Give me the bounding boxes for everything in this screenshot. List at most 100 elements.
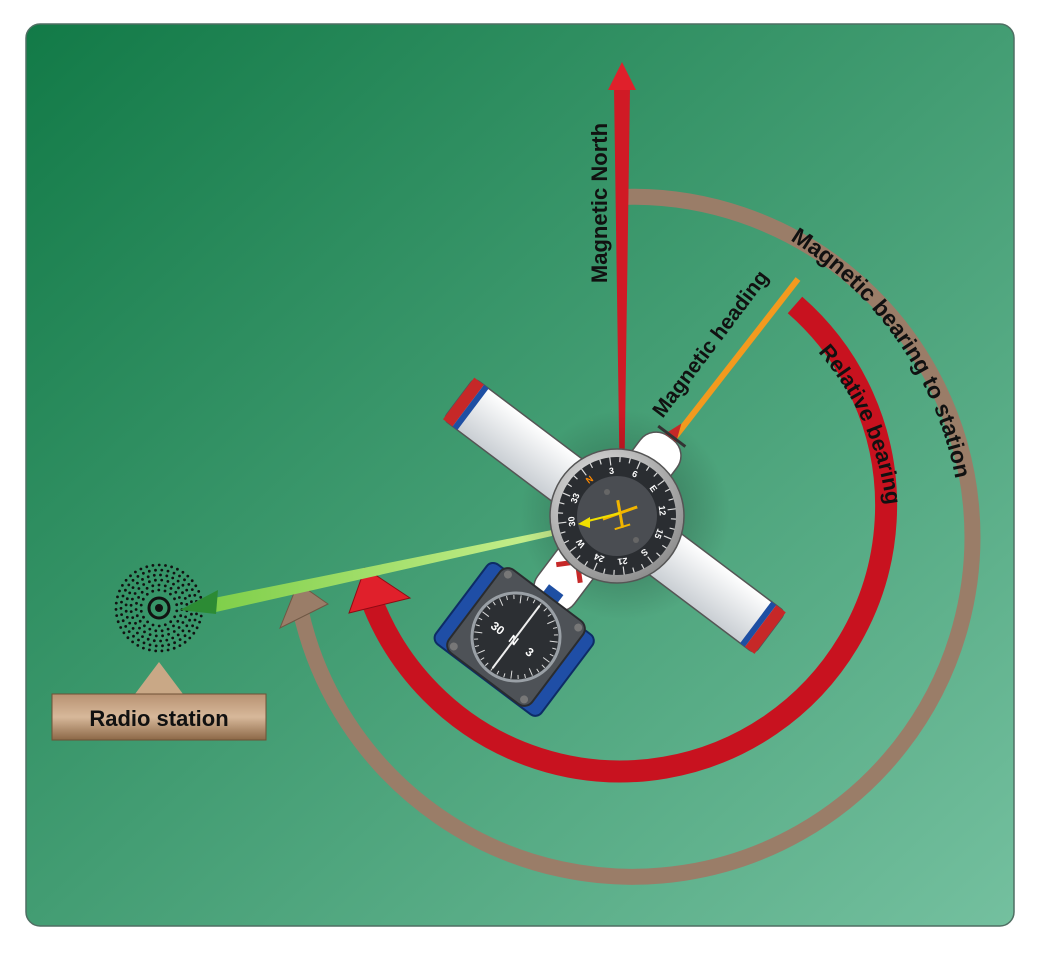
station-dot: [117, 620, 120, 623]
station-dot: [120, 601, 123, 604]
station-dot: [134, 592, 137, 595]
station-dot: [146, 621, 149, 624]
station-dot: [136, 644, 139, 647]
station-dot: [124, 625, 127, 628]
station-dot: [187, 583, 190, 586]
station-dot: [159, 574, 162, 577]
station-dot: [195, 613, 198, 616]
station-dot: [164, 590, 167, 593]
station-dot: [167, 628, 170, 631]
station-dot: [155, 635, 158, 638]
station-dot: [137, 575, 140, 578]
station-dot: [140, 610, 143, 613]
station-dot: [184, 597, 187, 600]
station-dot: [167, 580, 170, 583]
station-dot: [179, 644, 182, 647]
station-dot: [123, 631, 126, 634]
station-dot: [138, 587, 141, 590]
station-dot: [141, 591, 144, 594]
station-dot: [158, 625, 161, 628]
station-dot: [158, 564, 161, 567]
station-dot: [134, 571, 137, 574]
station-dot: [188, 630, 191, 633]
station-dot: [154, 629, 157, 632]
station-dot: [174, 591, 177, 594]
station-dot: [165, 639, 168, 642]
station-dot: [169, 593, 172, 596]
station-dot: [140, 568, 143, 571]
station-dot: [200, 615, 203, 618]
station-dot: [146, 587, 149, 590]
station-dot: [141, 635, 144, 638]
station-dot: [142, 598, 145, 601]
station-dot: [127, 584, 130, 587]
station-dot: [115, 608, 118, 611]
station-dot: [143, 624, 146, 627]
station-dot: [152, 564, 155, 567]
station-dot: [132, 635, 135, 638]
station-dot: [128, 630, 131, 633]
station-dot: [178, 626, 181, 629]
compass-mark: 21: [617, 556, 628, 567]
station-dot: [147, 575, 150, 578]
magnetic-north-label: Magnetic North: [587, 123, 612, 283]
station-dot: [164, 564, 167, 567]
station-dot: [184, 634, 187, 637]
station-dot: [120, 607, 123, 610]
station-dot: [135, 602, 138, 605]
station-dot: [149, 633, 152, 636]
station-dot: [170, 566, 173, 569]
station-dot: [161, 629, 164, 632]
station-dot: [194, 619, 197, 622]
station-dot: [131, 616, 134, 619]
station-dot: [115, 614, 118, 617]
station-dot: [154, 569, 157, 572]
station-dot: [161, 650, 164, 653]
station-dot: [185, 624, 188, 627]
station-dot: [193, 594, 196, 597]
station-dot: [142, 616, 145, 619]
station-dot: [153, 639, 156, 642]
station-dot: [122, 619, 125, 622]
station-dot: [129, 574, 132, 577]
station-dot: [148, 649, 151, 652]
station-dot: [127, 636, 130, 639]
station-dot: [182, 629, 185, 632]
station-dot: [175, 603, 178, 606]
station-dot: [194, 584, 197, 587]
station-dot: [149, 644, 152, 647]
station-dot: [126, 616, 129, 619]
station-dot: [177, 634, 180, 637]
station-dot: [182, 571, 185, 574]
station-dot: [188, 594, 191, 597]
station-dot: [142, 572, 145, 575]
station-dot: [137, 596, 140, 599]
station-dot: [161, 644, 164, 647]
station-dot: [185, 603, 188, 606]
station-dot: [197, 590, 200, 593]
station-dot: [134, 622, 137, 625]
station-dot: [178, 596, 181, 599]
station-dot: [148, 580, 151, 583]
station-dot: [130, 610, 133, 613]
station-dot: [183, 578, 186, 581]
station-dot: [155, 645, 158, 648]
station-dot: [130, 604, 133, 607]
radio-station-center: [155, 604, 163, 612]
station-dot: [178, 575, 181, 578]
station-dot: [176, 568, 179, 571]
station-dot: [179, 614, 182, 617]
station-dot: [177, 587, 180, 590]
station-dot: [185, 589, 188, 592]
station-dot: [135, 608, 138, 611]
station-dot: [161, 634, 164, 637]
station-dot: [147, 638, 150, 641]
station-dot: [188, 637, 191, 640]
station-dot: [142, 583, 145, 586]
station-dot: [115, 602, 118, 605]
station-dot: [152, 624, 155, 627]
station-dot: [172, 625, 175, 628]
station-dot: [154, 579, 157, 582]
